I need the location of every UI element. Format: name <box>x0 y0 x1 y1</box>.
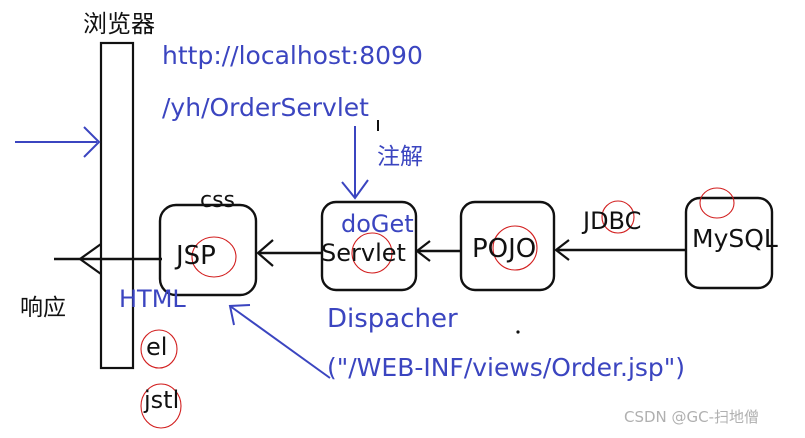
url-to-servlet-arrow <box>341 126 369 200</box>
red-circle-el <box>140 329 178 369</box>
css-label: css <box>200 188 236 213</box>
jstl-label: jstl <box>144 386 180 414</box>
red-circle-servlet <box>351 232 393 274</box>
watermark: CSDN @GC-扫地僧 <box>624 408 760 426</box>
annotation-label: 注解 <box>377 144 423 170</box>
doget-label: doGet <box>341 210 414 238</box>
red-circle-mysql <box>699 187 735 219</box>
url-line-2: /yh/OrderServlet <box>162 93 369 122</box>
pojo-label: POJO <box>472 234 537 264</box>
red-circle-jdbc <box>601 200 635 234</box>
html-label: HTML <box>119 285 186 313</box>
request-arrow <box>15 126 101 158</box>
pojo-box <box>459 200 556 292</box>
dispatcher-arrow <box>228 304 331 379</box>
browser-label: 浏览器 <box>83 10 155 38</box>
browser-bar <box>99 41 135 370</box>
dispatcher-label: Dispacher <box>327 304 458 334</box>
jsp-label: JSP <box>176 241 216 271</box>
jdbc-label: JDBC <box>583 207 642 235</box>
dispatcher-path-label: ("/WEB-INF/views/Order.jsp") <box>327 353 686 382</box>
red-circle-jsp <box>191 236 237 278</box>
servlet-box <box>320 200 418 292</box>
arrow-mysql-to-pojo <box>554 239 686 261</box>
mysql-box <box>684 196 774 290</box>
jsp-box <box>158 203 258 297</box>
arrow-servlet-to-jsp <box>256 239 322 267</box>
response-label: 响应 <box>20 295 66 321</box>
servlet-label: Servlet <box>321 239 406 267</box>
red-circle-jstl <box>140 383 182 429</box>
red-circle-pojo <box>492 225 538 271</box>
small-dot <box>516 330 520 334</box>
url-line-1: http://localhost:8090 <box>162 41 423 70</box>
arrow-pojo-to-servlet <box>415 240 461 262</box>
response-arrow <box>54 243 162 275</box>
el-label: el <box>146 333 168 361</box>
mysql-label: MySQL <box>692 224 778 253</box>
